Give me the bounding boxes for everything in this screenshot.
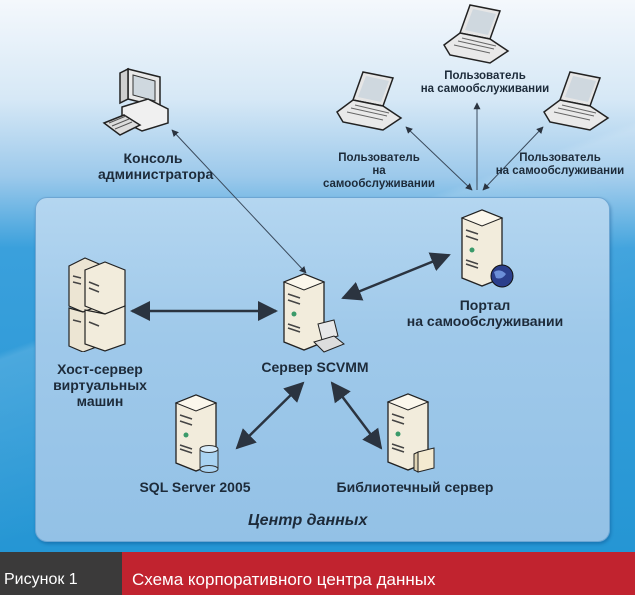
user-right-label-line2: на самообслуживании bbox=[495, 165, 625, 178]
figure-title: Схема корпоративного центра данных bbox=[122, 552, 635, 595]
laptop-icon bbox=[543, 71, 610, 131]
user-top-label-line1: Пользователь bbox=[444, 70, 526, 82]
admin-console-label-line1: Консоль bbox=[123, 150, 183, 166]
server-with-globe-icon bbox=[460, 209, 514, 288]
scvmm-server-label: Сервер SCVMM bbox=[261, 359, 369, 375]
link-admin-scvmm bbox=[171, 129, 307, 274]
library-server-label: Библиотечный сервер bbox=[336, 479, 494, 495]
desktop-computer-icon bbox=[102, 67, 169, 136]
user-right-label-line1: Пользователь bbox=[519, 152, 601, 164]
user-left-label-line2: на самообслуживании bbox=[323, 165, 435, 191]
user-left-label-line1: Пользователь bbox=[338, 152, 420, 164]
portal-label-line2: на самообслуживании bbox=[406, 313, 564, 330]
portal-label-line1: Портал bbox=[459, 297, 511, 313]
host-server-label: Хост-сервер виртуальных машин bbox=[45, 361, 155, 409]
portal-label: Портал на самообслуживании bbox=[405, 297, 565, 329]
link-sql-scvmm bbox=[235, 381, 305, 450]
server-cluster-icon bbox=[68, 257, 126, 352]
connections-layer bbox=[130, 102, 544, 450]
datacenter-box bbox=[35, 197, 610, 542]
sql-server-label: SQL Server 2005 bbox=[139, 479, 251, 495]
laptop-icon bbox=[443, 4, 510, 64]
link-library-scvmm bbox=[330, 381, 383, 450]
host-server-label-line1: Хост-сервер bbox=[57, 361, 143, 377]
server-with-workstation-icon bbox=[282, 273, 345, 353]
datacenter-label: Центр данных bbox=[248, 512, 368, 529]
user-top-label: Пользователь на самообслуживании bbox=[420, 70, 550, 96]
user-right-label: Пользователь на самообслуживании bbox=[495, 152, 625, 178]
user-left-label: Пользователь на самообслуживании bbox=[315, 152, 443, 192]
laptop-icon bbox=[336, 71, 403, 131]
figure-caption: Рисунок 1 Схема корпоративного центра да… bbox=[0, 552, 635, 595]
user-top-label-line2: на самообслуживании bbox=[420, 83, 550, 96]
admin-console-label: Консоль администратора bbox=[98, 150, 214, 183]
link-userright-portal bbox=[482, 126, 544, 191]
link-userleft-portal bbox=[405, 126, 473, 191]
figure-number: Рисунок 1 bbox=[0, 552, 122, 595]
link-portal-scvmm bbox=[341, 252, 451, 301]
admin-console-label-line2: администратора bbox=[98, 166, 214, 183]
host-server-label-line3: машин bbox=[76, 393, 124, 410]
server-with-folder-icon bbox=[386, 393, 435, 473]
server-with-database-icon bbox=[174, 394, 219, 473]
host-server-label-line2: виртуальных bbox=[53, 377, 147, 394]
